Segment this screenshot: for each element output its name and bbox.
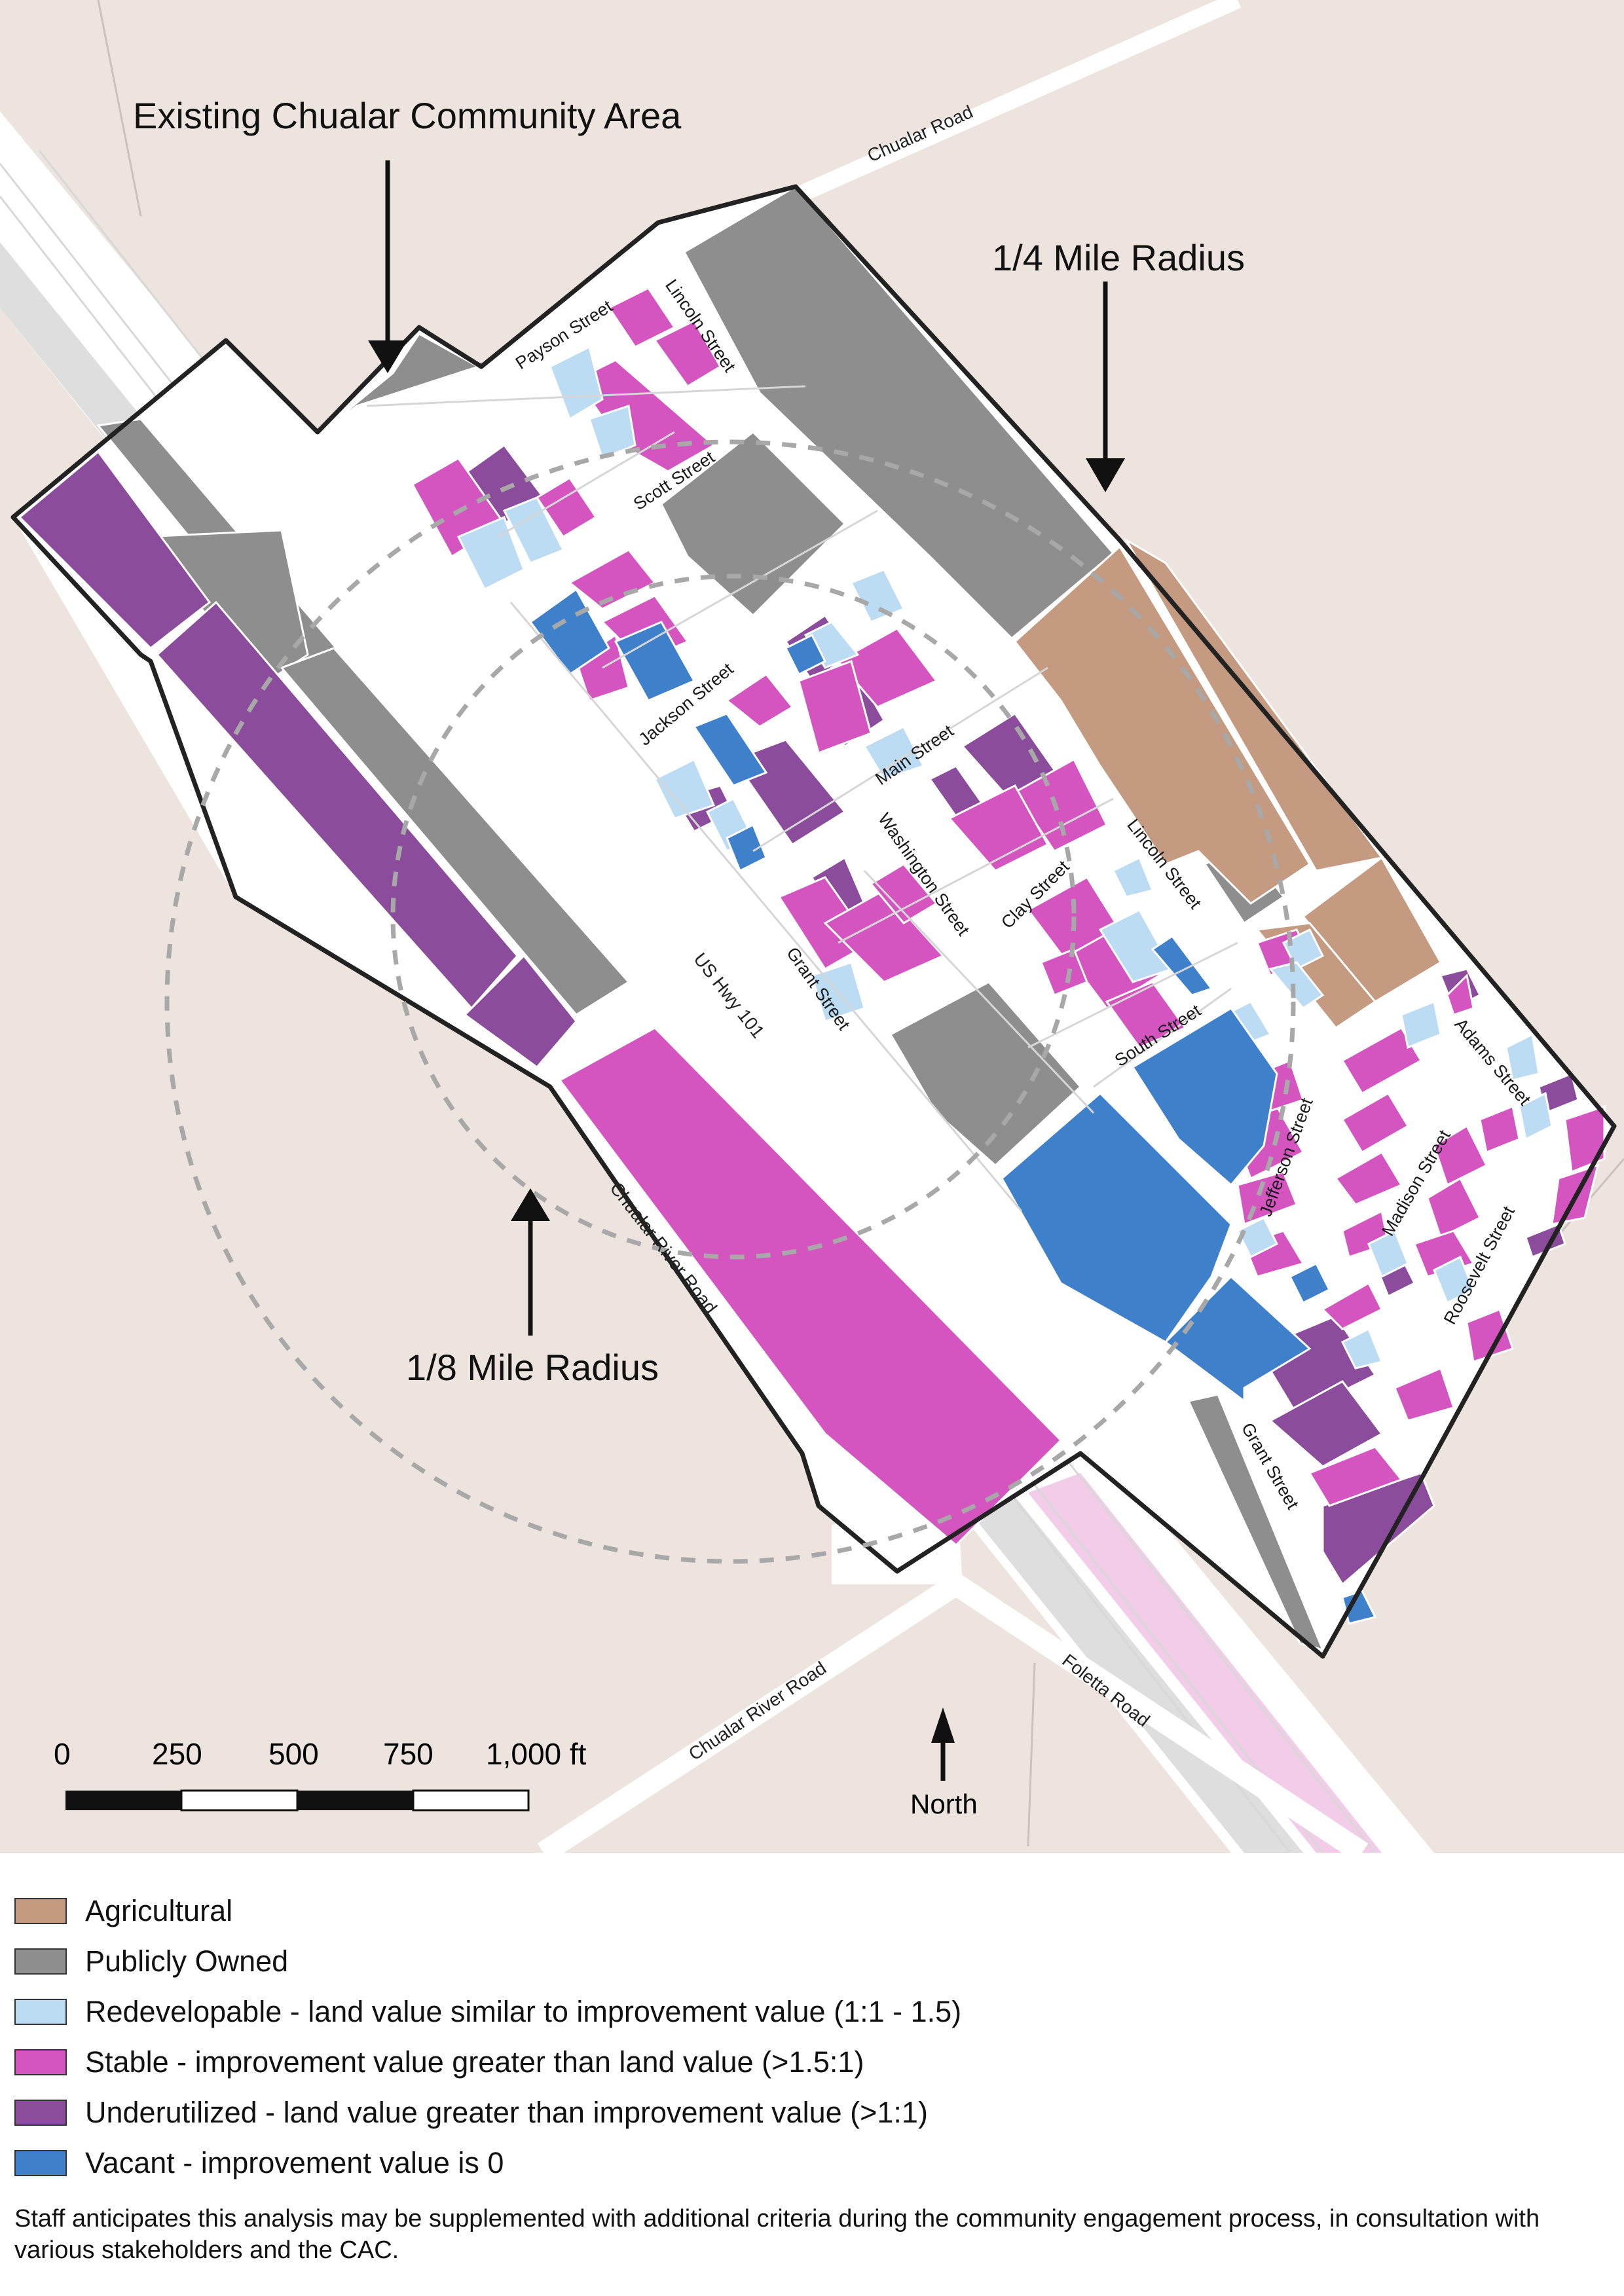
stable-parcels [411,287,1606,1547]
footnote: Staff anticipates this analysis may be s… [14,2205,1540,2264]
legend-label: Stable - improvement value greater than … [85,2045,864,2079]
legend-item-redevelopable: Redevelopable - land value similar to im… [14,1986,1612,2037]
legend-swatch-vacant [14,2149,67,2176]
up-arrow-icon [511,1188,550,1336]
legend-label: Underutilized - land value greater than … [85,2095,928,2129]
highway-pink-lane [1028,1473,1382,1853]
existing-area-label: Existing Chualar Community Area [133,95,682,136]
legend-label: Publicly Owned [85,1944,289,1978]
legend-swatch-underutilized [14,2099,67,2126]
publicly-owned-parcels [96,185,1325,1652]
legend-item-stable: Stable - improvement value greater than … [14,2037,1612,2087]
chualar-river-road-south [537,1575,963,1853]
legend-swatch-redevelopable [14,1998,67,2025]
scale-label-250: 250 [152,1737,202,1771]
quarter-mile-label: 1/4 Mile Radius [992,237,1245,278]
legend-label: Agricultural [85,1893,233,1927]
legend-swatch-agricultural [14,1897,67,1924]
legend-label: Redevelopable - land value similar to im… [85,1994,962,2028]
scale-segment [180,1789,299,1812]
scale-label-750: 750 [383,1737,434,1771]
scale-segment [297,1791,413,1810]
legend-item-agricultural: Agricultural [14,1886,1612,1936]
legend-item-underutilized: Underutilized - land value greater than … [14,2087,1612,2138]
land-use-map: Existing Chualar Community Area 1/4 Mile… [0,0,1624,1853]
legend-label: Vacant - improvement value is 0 [85,2145,504,2179]
terrain-line [1027,1662,1036,1847]
legend-swatch-publicly-owned [14,1948,67,1975]
scale-label-1000: 1,000 ft [486,1737,587,1771]
foletta-road [950,1575,1369,1853]
terrain-line [97,0,142,217]
legend-swatch-stable [14,2049,67,2075]
chualar-road [792,0,1242,204]
scale-bar: 0 250 500 750 1,000 ft [54,1737,587,1812]
scale-segment [65,1791,181,1810]
north-arrow-icon [931,1707,955,1781]
down-arrow-icon [1086,282,1125,492]
scale-segment [412,1789,530,1812]
legend-item-vacant: Vacant - improvement value is 0 [14,2138,1612,2188]
scale-label-0: 0 [54,1737,71,1771]
eighth-mile-radius-circle [390,574,1077,1260]
down-arrow-icon [368,160,407,373]
redevelopable-parcels [456,345,1553,1370]
quarter-mile-radius-circle [164,439,1296,1564]
community-area-boundary [10,184,1617,1659]
vacant-parcels [528,587,1377,1625]
scale-label-500: 500 [268,1737,319,1771]
local-street-lines [366,385,1238,1212]
legend-item-publicly-owned: Publicly Owned [14,1936,1612,1986]
map-legend: Agricultural Publicly Owned Redevelopabl… [14,1886,1612,2188]
north-label: North [910,1789,978,1819]
eighth-mile-label: 1/8 Mile Radius [406,1347,659,1388]
